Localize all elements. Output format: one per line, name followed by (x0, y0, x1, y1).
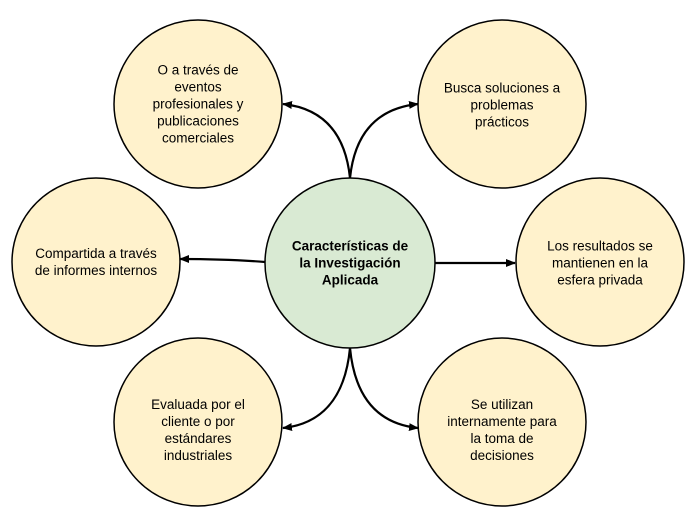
node-circle-right (515, 177, 685, 347)
arrow-bottom-right (348, 347, 419, 432)
arrow-bottom-left (282, 347, 352, 432)
node-label-top-left: O a través de eventos profesionales y pu… (152, 62, 244, 146)
node-label-right: Los resultados se mantienen en la esfera… (547, 238, 653, 288)
node-circle-bottom-right (417, 337, 587, 507)
node-label-bottom-right: Se utilizan internamente para la toma de… (447, 397, 557, 463)
node-label-top-right: Busca soluciones a problemas prácticos (443, 80, 561, 130)
arrow-left (179, 255, 266, 264)
node-circle-bottom-left (113, 337, 283, 507)
node-label-bottom-left: Evaluada por el cliente o por estándares… (151, 397, 245, 463)
node-circle-top-left (113, 19, 283, 189)
arrow-top-left (282, 100, 352, 179)
node-label-left: Compartida a través de informes internos (34, 246, 158, 278)
center-label: Características de la Investigación Apli… (291, 238, 409, 288)
arrow-top-right (348, 100, 419, 179)
